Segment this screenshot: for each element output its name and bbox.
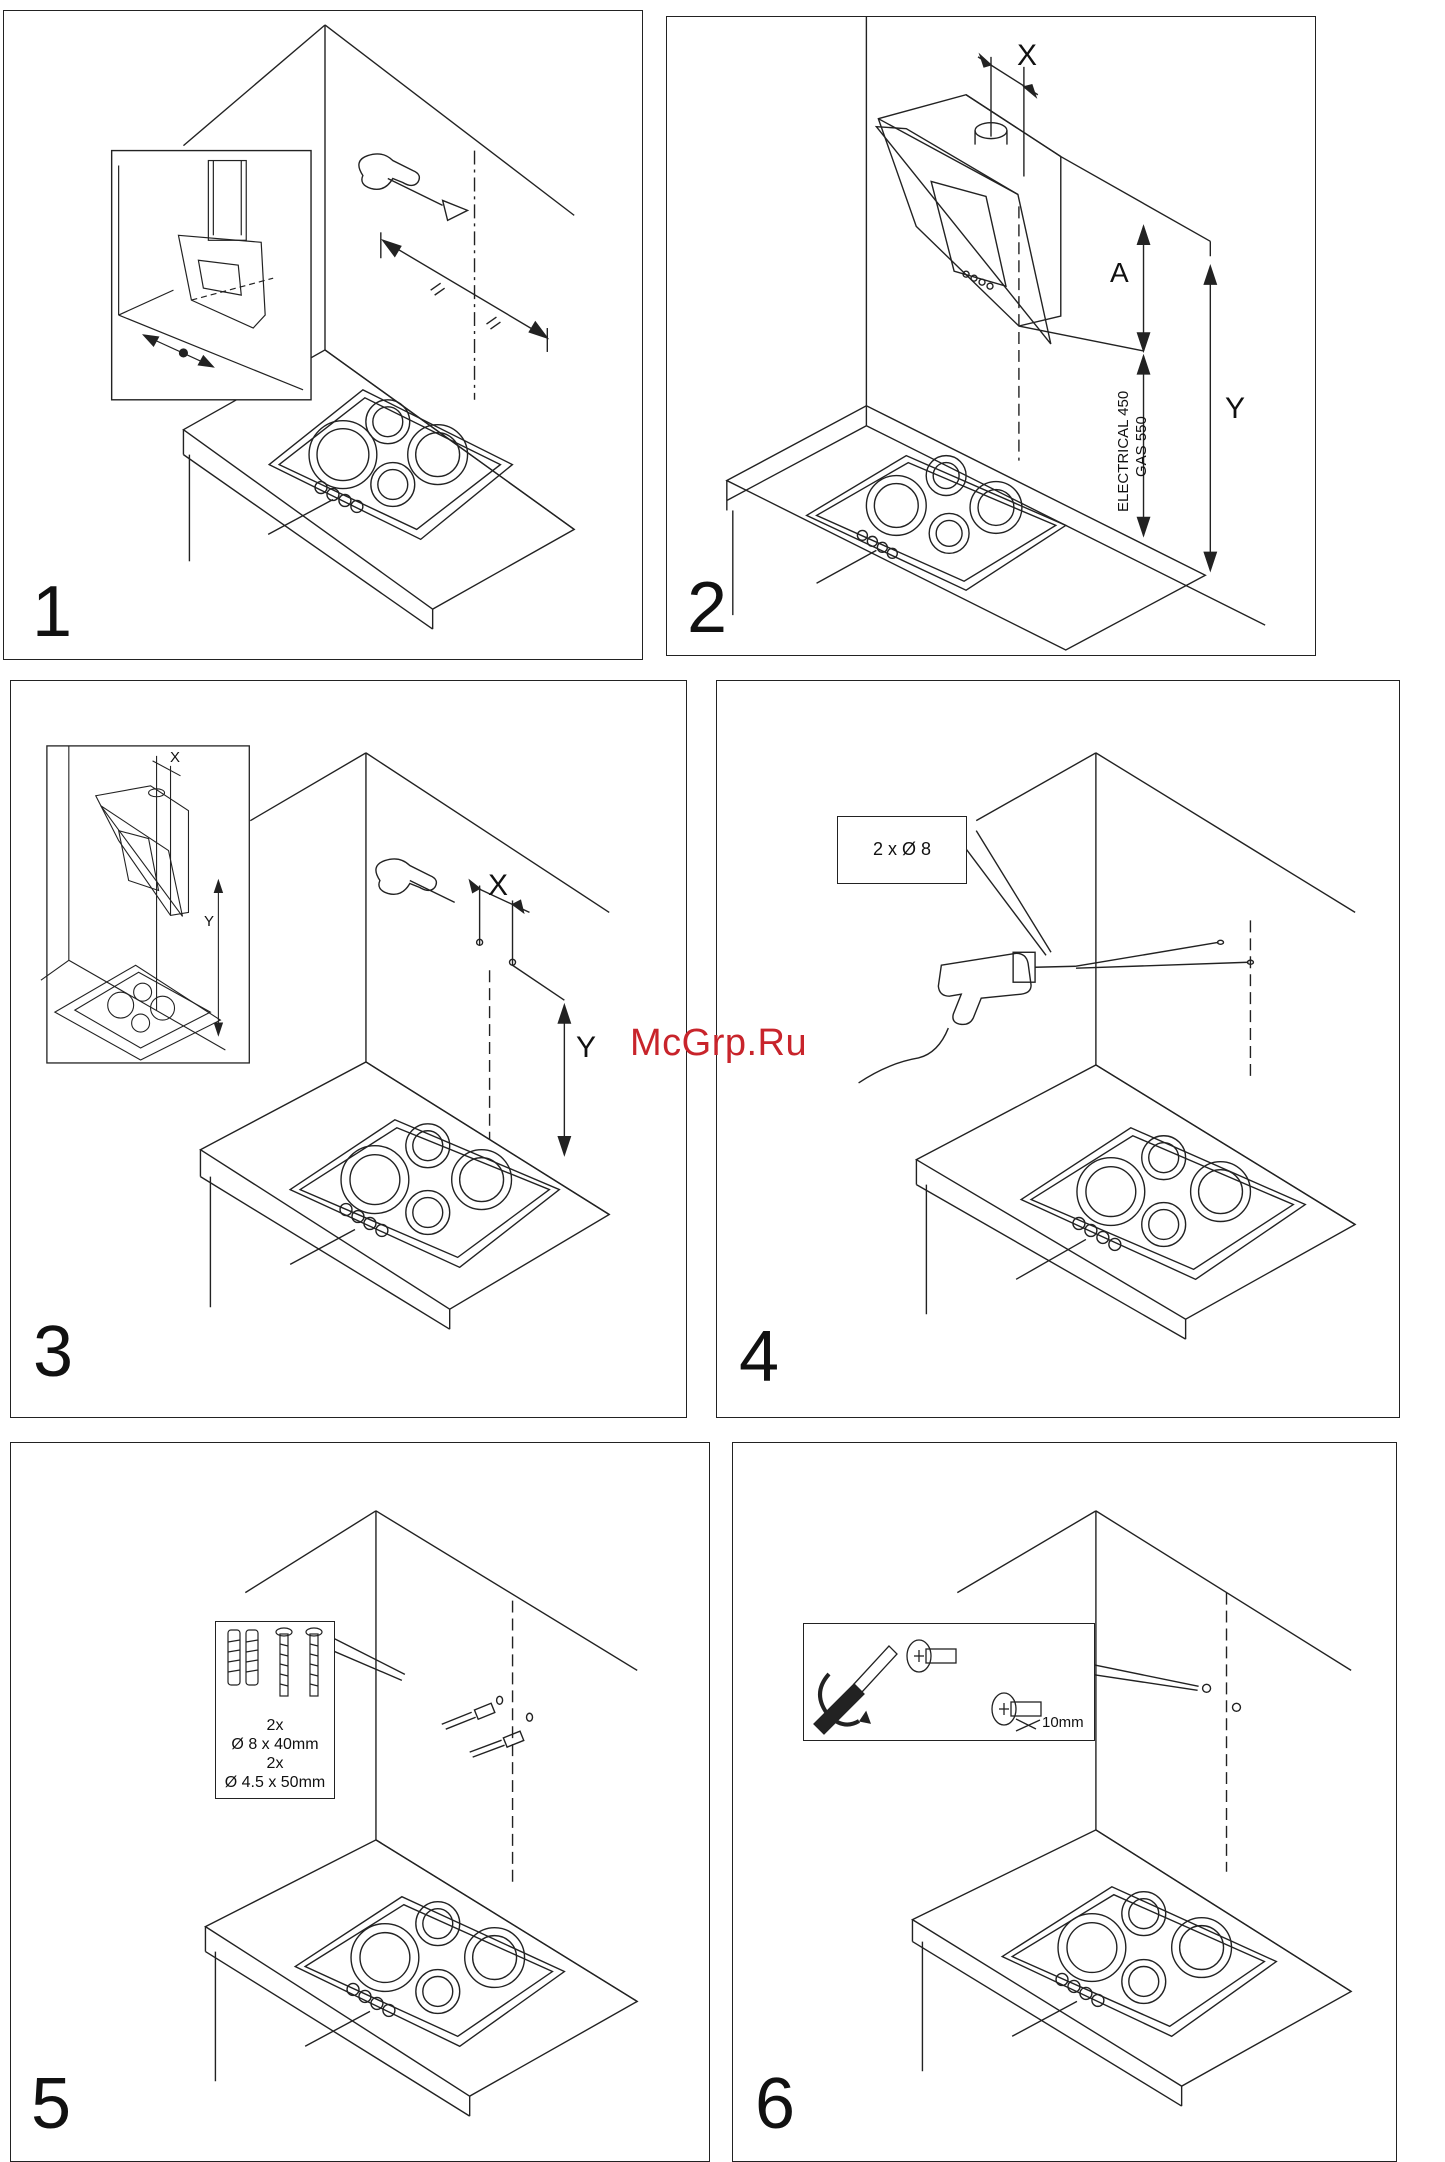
step-3-number: 3 — [33, 1316, 73, 1388]
screw-depth-label: 10mm — [1042, 1714, 1084, 1731]
step-2-panel: X A Y ELECTRICAL 450 GAS 550 2 — [666, 16, 1316, 656]
watermark-text: McGrp.Ru — [630, 1022, 807, 1065]
fixings-qty-1: 2x — [216, 1716, 334, 1736]
step-5-drawing — [11, 1443, 709, 2161]
step-2-number: 2 — [687, 572, 727, 644]
y-dimension-label: Y — [1225, 392, 1245, 426]
y-dimension-label: Y — [576, 1031, 596, 1065]
step-4-drawing — [717, 681, 1399, 1417]
fixings-qty-2: 2x — [216, 1754, 334, 1774]
x-dimension-label: X — [1017, 39, 1037, 73]
fixings-size-1: Ø 8 x 40mm — [216, 1735, 334, 1755]
step-4-panel: 2 x Ø 8 4 — [716, 680, 1400, 1418]
fixings-size-2: Ø 4.5 x 50mm — [216, 1773, 334, 1793]
step-1-drawing — [4, 11, 642, 659]
step-6-number: 6 — [755, 2068, 795, 2140]
a-dimension-label: A — [1110, 257, 1129, 289]
step-3-panel: X Y X Y 3 — [10, 680, 687, 1418]
step-4-number: 4 — [739, 1321, 779, 1393]
drill-size-callout: 2 x Ø 8 — [837, 816, 967, 884]
fixings-callout: 2x Ø 8 x 40mm 2x Ø 4.5 x 50mm — [215, 1621, 335, 1799]
inset-x-label: X — [170, 749, 180, 766]
step-5-number: 5 — [31, 2068, 71, 2140]
step-2-drawing — [667, 17, 1315, 655]
screws-and-plugs-icon — [216, 1622, 336, 1722]
step-6-panel: 10mm 6 — [732, 1442, 1397, 2162]
step-6-drawing — [733, 1443, 1396, 2161]
step-1-panel: 1 — [3, 10, 643, 660]
screw-depth-callout: 10mm — [803, 1623, 1095, 1741]
inset-y-label: Y — [204, 913, 214, 930]
step-5-panel: 2x Ø 8 x 40mm 2x Ø 4.5 x 50mm 5 — [10, 1442, 710, 2162]
gas-distance-label: GAS 550 — [1133, 416, 1150, 477]
step-1-number: 1 — [32, 576, 72, 648]
drill-size-text: 2 x Ø 8 — [838, 839, 966, 859]
x-dimension-label: X — [488, 869, 508, 903]
electrical-distance-label: ELECTRICAL 450 — [1115, 391, 1132, 512]
